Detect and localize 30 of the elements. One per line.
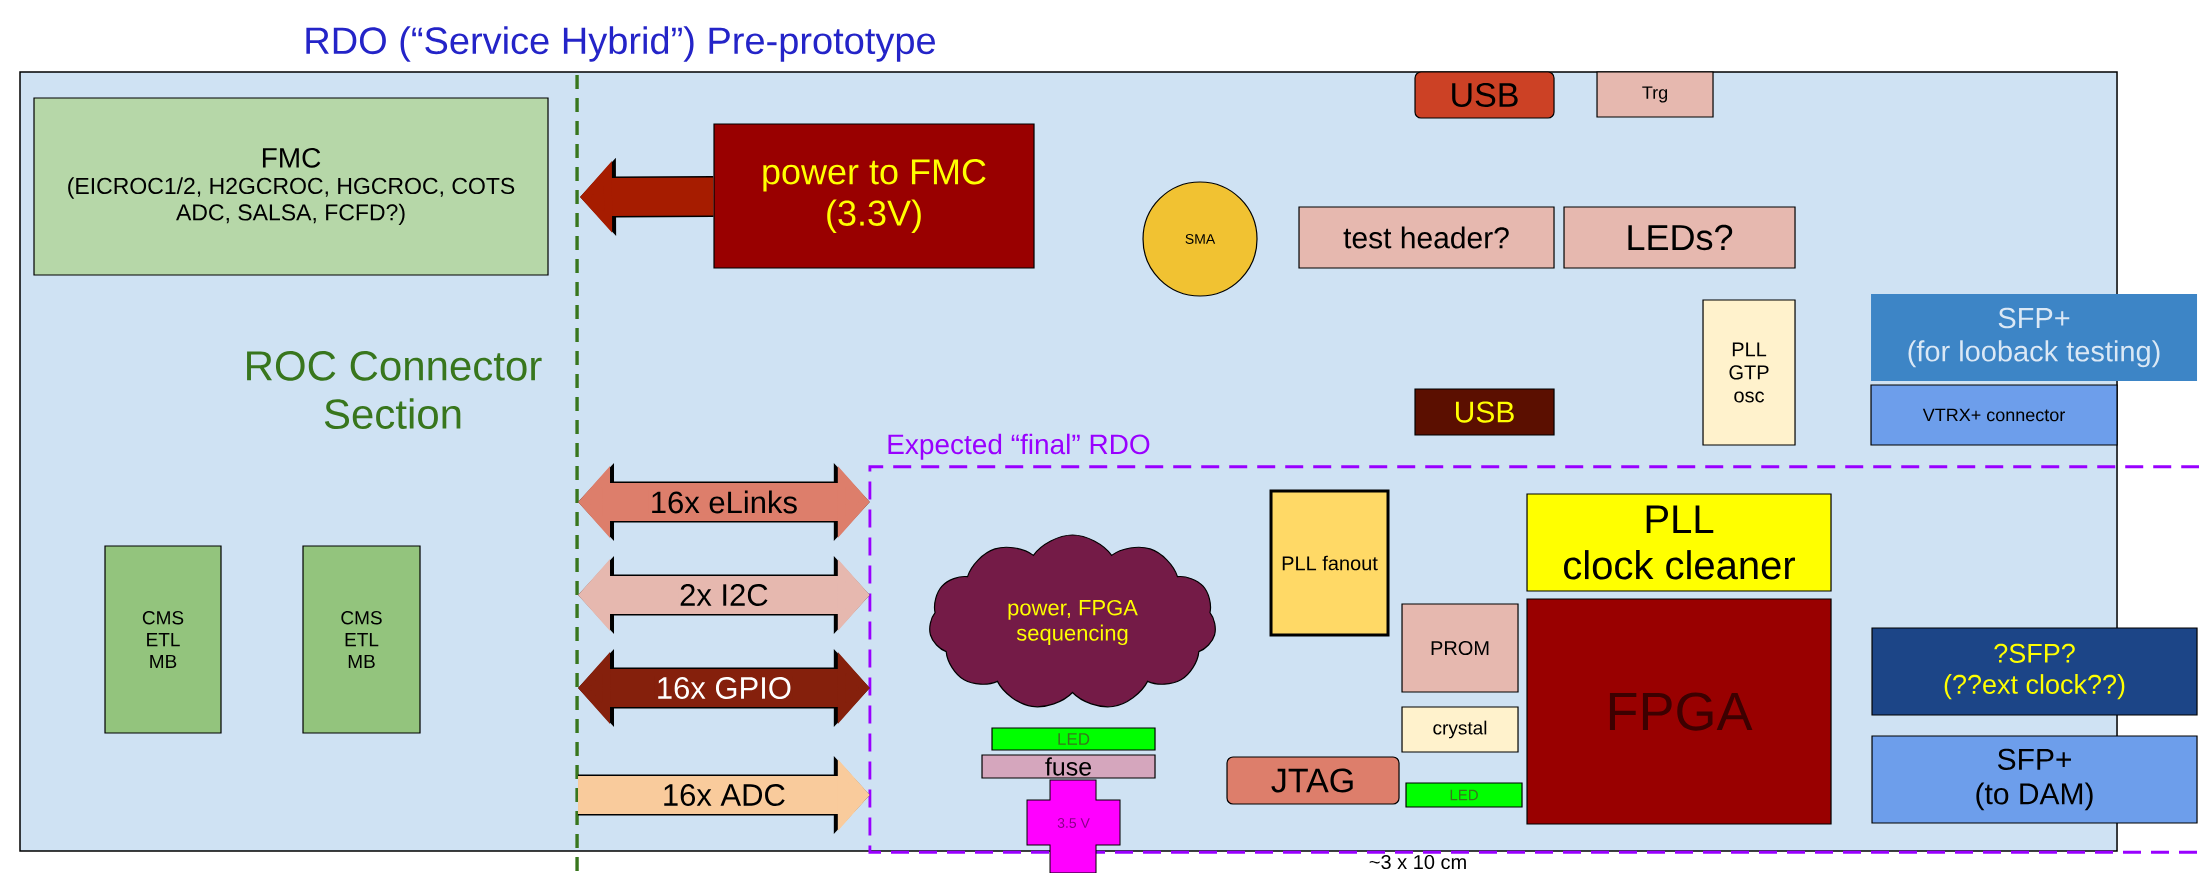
connector-box: Trg [1596,71,1714,118]
section-label: ROC Connector Section [247,351,542,429]
connector-box: USB [1414,71,1555,119]
connector-box: USB [1414,388,1555,436]
component-box: crystal [1401,706,1519,753]
arrow-label: 16x GPIO [654,676,793,700]
connector-box: CMS ETL MB [302,545,421,734]
connector-box: VTRX+ connector [1870,384,2118,446]
connector-box: ?SFP? (??ext clock??) [1871,627,2198,716]
connector-box: FMC (EICROC1/2, H2GCROC, HGCROC, COTS ADC, SALSA, FCFD?) [33,97,549,276]
dimension-text: ~3 x 10 cm [1369,854,1466,870]
led-box: LED [991,727,1156,751]
connector-box: SFP+ (to DAM) [1871,735,2198,824]
component-box: test header? [1298,206,1555,269]
component-box: PROM [1401,603,1519,693]
title: RDO (“Service Hybrid”) Pre-prototype [306,26,935,62]
connector-box: SFP+ (for looback testing) [1871,294,2198,381]
component-box: LEDs? [1563,206,1796,269]
chip-box: FPGA [1526,598,1832,825]
connector-box: CMS ETL MB [104,545,222,734]
led-box: LED [1405,782,1523,808]
component-box: PLL GTP osc [1702,299,1796,446]
component-box: PLL clock cleaner [1526,493,1832,592]
arrow-label: 16x eLinks [648,489,799,515]
component-box: fuse [981,754,1156,779]
power-box: power to FMC (3.3V) [713,123,1035,269]
arrow-label: 2x I2C [678,583,770,607]
connector-box: JTAG [1226,756,1400,805]
power-jack: 3.5 V [1026,779,1121,873]
component-box: PLL fanout [1269,489,1390,637]
